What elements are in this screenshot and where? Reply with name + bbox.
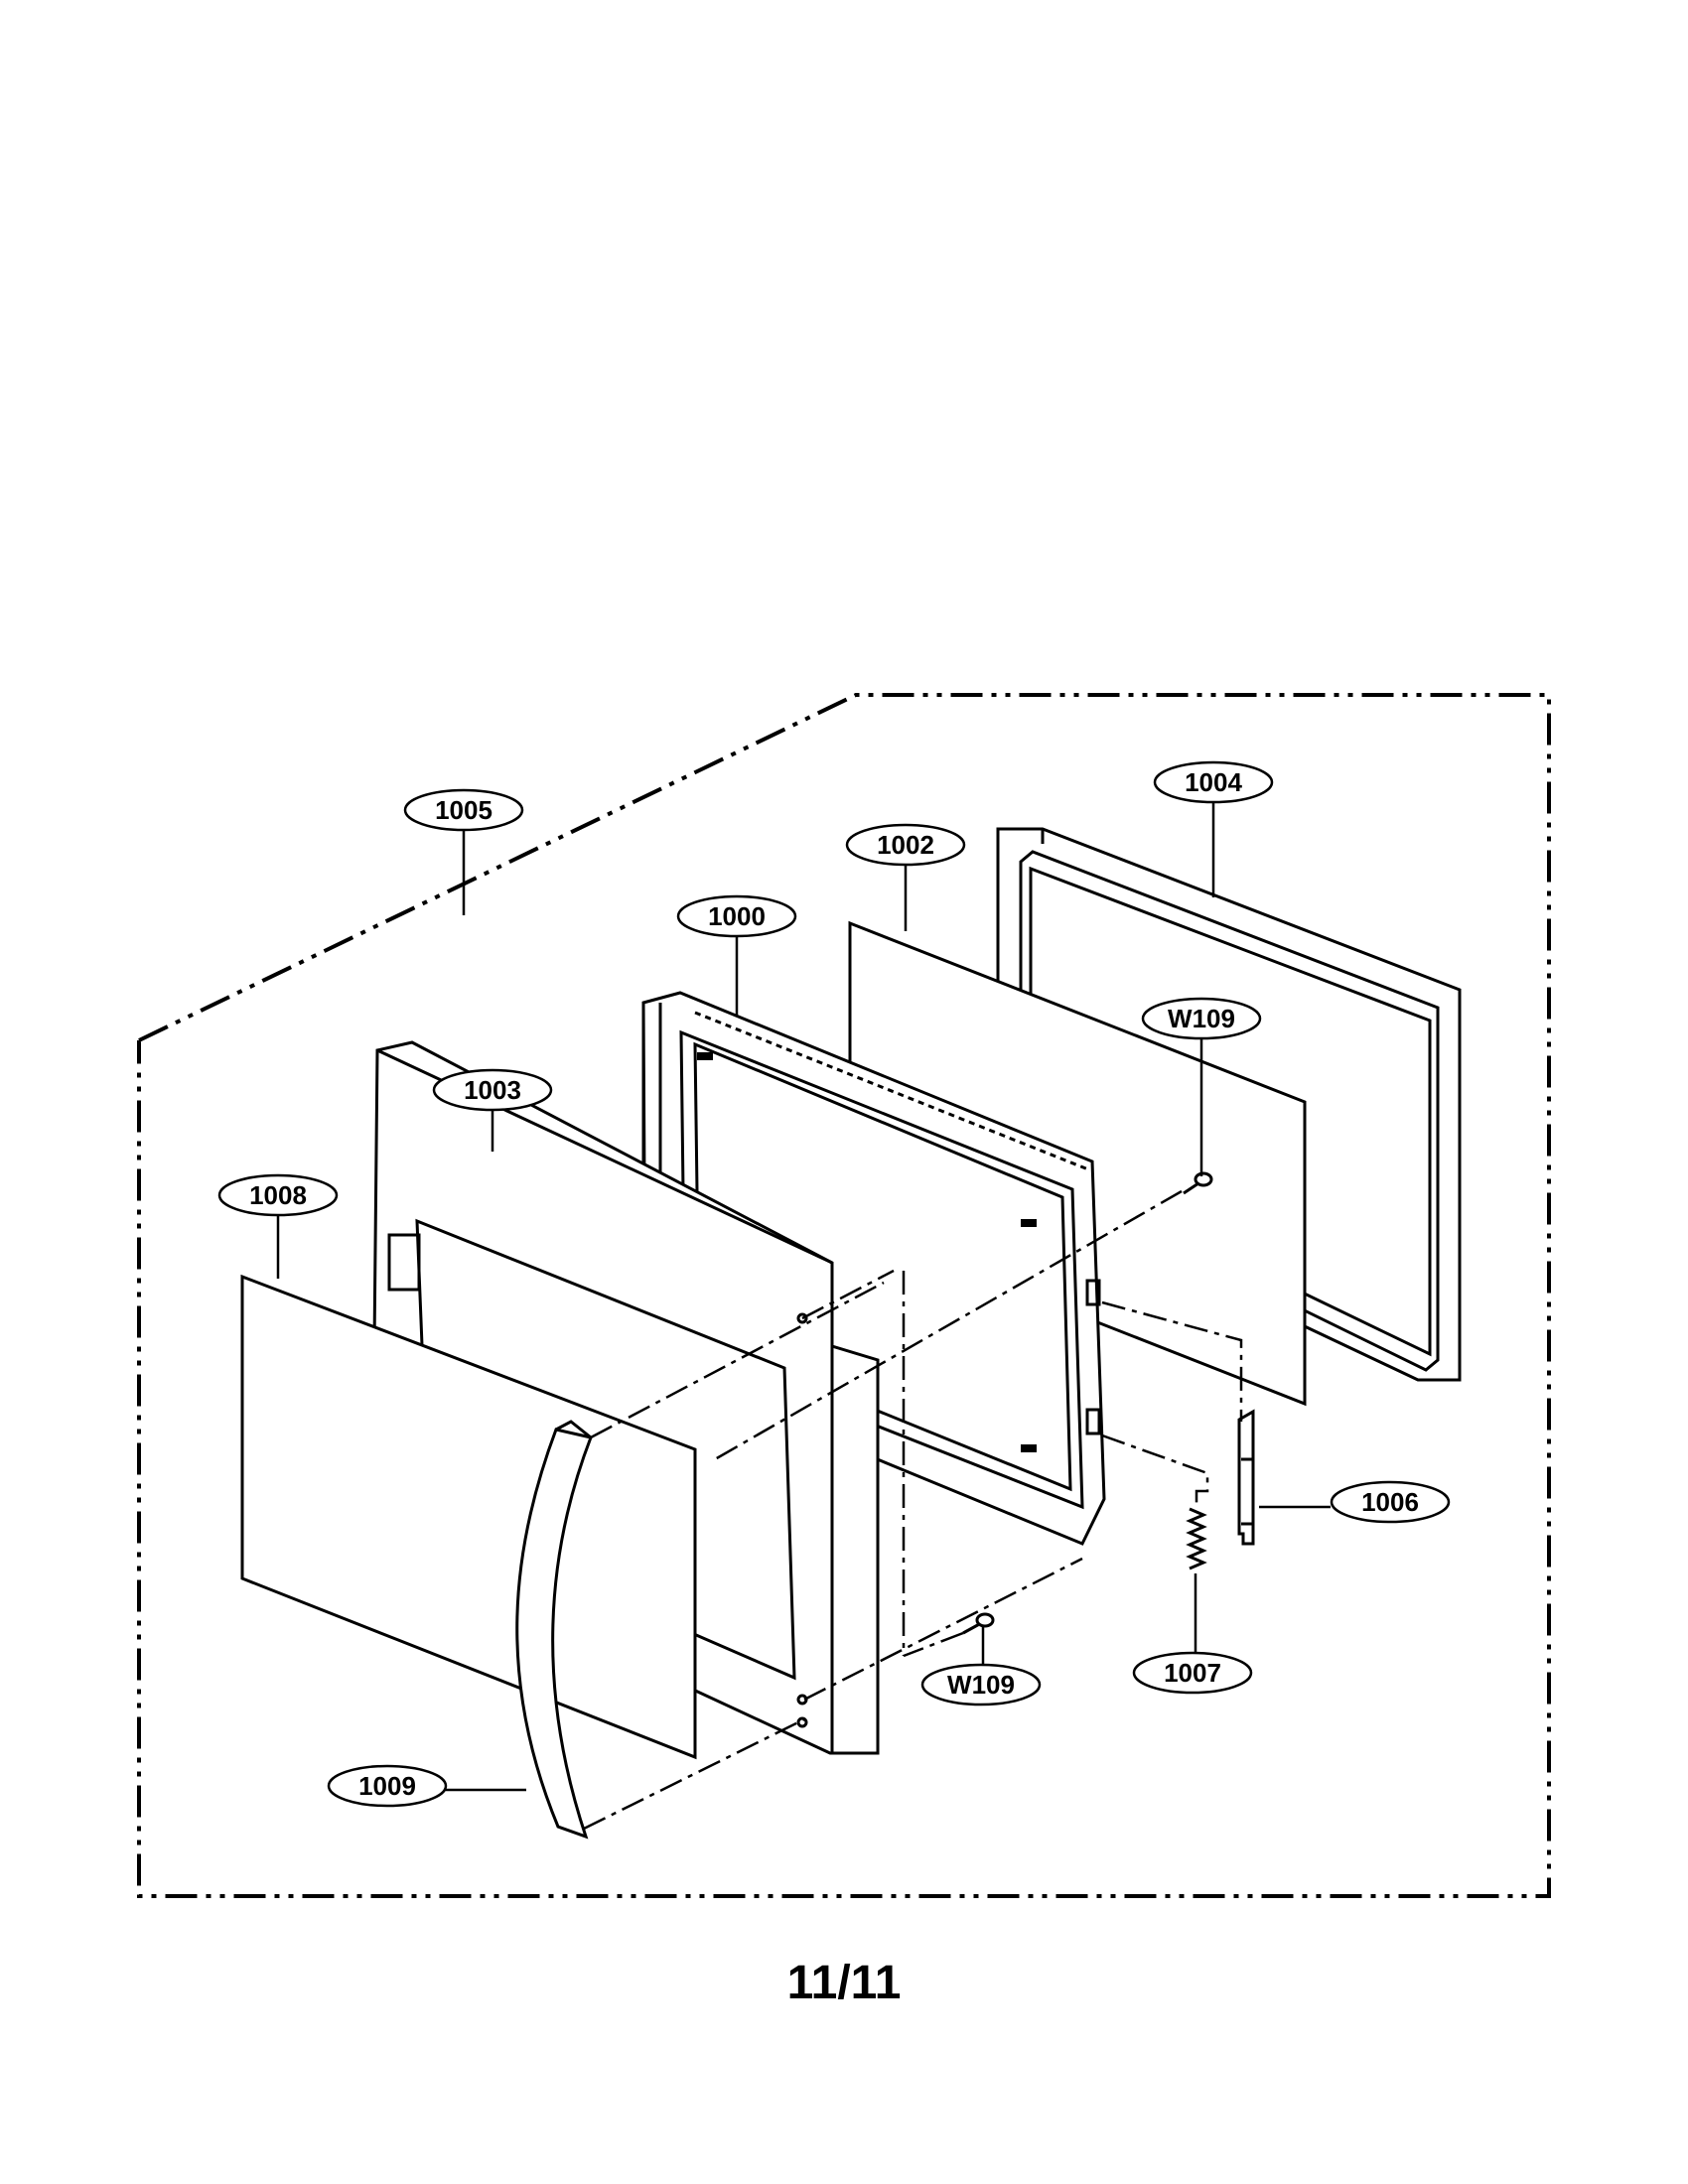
callout-1008: 1008 [217, 1173, 339, 1217]
callout-1002: 1002 [845, 823, 966, 867]
callout-1009: 1009 [327, 1764, 448, 1808]
callout-label: 1007 [1164, 1658, 1221, 1688]
callout-label: W109 [947, 1670, 1015, 1700]
callout-1006: 1006 [1330, 1480, 1451, 1524]
callout-label: 1004 [1185, 767, 1242, 797]
callout-1003: 1003 [432, 1068, 553, 1112]
callout-1005: 1005 [403, 788, 524, 832]
part-1009-handle [515, 1420, 594, 1840]
callout-label: 1006 [1361, 1487, 1419, 1517]
callout-label: 1002 [877, 830, 934, 860]
part-1007-spring [1186, 1507, 1207, 1570]
part-1008-front-panel [240, 1274, 697, 1760]
callout-1007: 1007 [1132, 1651, 1253, 1695]
leader-lines [276, 799, 1331, 1792]
part-1006-latch [1237, 1409, 1255, 1546]
callout-w109-bottom: W109 [920, 1663, 1042, 1706]
callout-label: W109 [1168, 1004, 1235, 1033]
callout-label: 1008 [249, 1180, 307, 1210]
screw-w109-bottom [962, 1612, 995, 1635]
callout-1004: 1004 [1153, 760, 1274, 804]
callout-1000: 1000 [676, 894, 797, 938]
screw-w109-top [1183, 1171, 1213, 1195]
callout-label: 1003 [464, 1075, 521, 1105]
callout-label: 1000 [708, 901, 766, 931]
callout-label: 1005 [435, 795, 492, 825]
callout-label: 1009 [358, 1771, 416, 1801]
page-number: 11/11 [786, 1957, 902, 2009]
callout-w109-top: W109 [1141, 997, 1262, 1040]
assembly-guides [583, 1189, 1243, 1831]
